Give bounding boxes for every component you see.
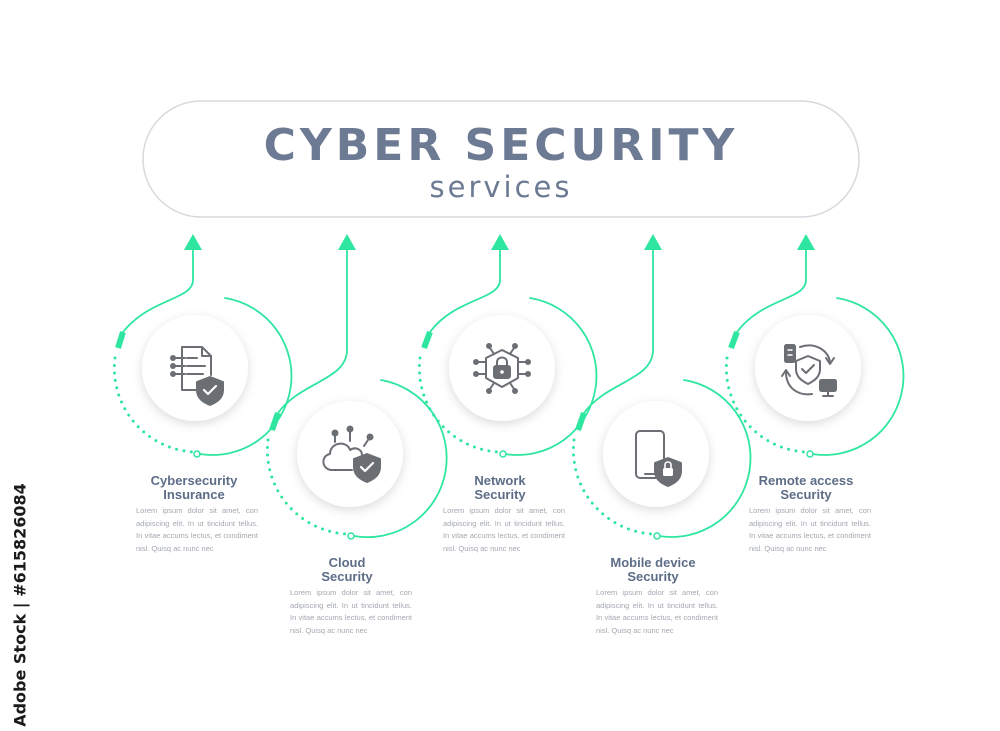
step-1-title-line2: Insurance xyxy=(163,487,225,502)
step-3-body: Lorem ipsum dolor sit amet, con adipisci… xyxy=(443,506,565,553)
step-1-title: Cybersecurity Insurance xyxy=(119,474,269,502)
step-5-arrow-up xyxy=(797,234,815,250)
step-4-title: Mobile device Security xyxy=(578,556,728,584)
step-5-title-line2: Security xyxy=(780,487,832,502)
step-5-icon-circle xyxy=(755,315,861,421)
remote-access-shield-icon xyxy=(781,344,837,397)
stock-id-text: Adobe Stock | #615826084 xyxy=(10,483,30,727)
step-2-body: Lorem ipsum dolor sit amet, con adipisci… xyxy=(290,588,412,635)
step-5-connector xyxy=(724,249,905,458)
step-1-icon-circle xyxy=(142,315,248,421)
step-2-title-line1: Cloud xyxy=(328,555,366,570)
step-5-title: Remote access Security xyxy=(731,474,881,502)
mobile-lock-icon xyxy=(635,430,682,487)
step-4-connector xyxy=(571,249,752,540)
step-2-arrow-up xyxy=(338,234,356,250)
step-3-arrow-up xyxy=(491,234,509,250)
step-1-arrow-up xyxy=(184,234,202,250)
step-3-title-line1: Network xyxy=(474,473,526,488)
title-sub: services xyxy=(430,170,573,204)
step-3-title-line2: Security xyxy=(474,487,526,502)
step-4-body: Lorem ipsum dolor sit amet, con adipisci… xyxy=(596,588,718,635)
stock-id-label: Adobe Stock | #615826084 xyxy=(8,483,32,727)
step-3-connector xyxy=(417,249,598,458)
step-4-title-line2: Security xyxy=(627,569,679,584)
step-4-icon-circle xyxy=(603,401,709,507)
cloud-shield-icon xyxy=(322,425,381,483)
step-3-title: Network Security xyxy=(425,474,575,502)
title-capsule xyxy=(142,100,860,218)
document-shield-icon xyxy=(170,346,224,406)
step-4-title-line1: Mobile device xyxy=(610,555,696,570)
step-2-title-line2: Security xyxy=(321,569,373,584)
step-1-title-line1: Cybersecurity xyxy=(150,473,238,488)
step-5-body: Lorem ipsum dolor sit amet, con adipisci… xyxy=(749,506,871,553)
step-2-title: Cloud Security xyxy=(272,556,422,584)
step-5-title-line1: Remote access xyxy=(758,473,854,488)
step-1-body: Lorem ipsum dolor sit amet, con adipisci… xyxy=(136,506,258,553)
network-lock-icon xyxy=(473,343,531,394)
step-1-connector xyxy=(112,249,293,458)
step-2-connector xyxy=(265,249,448,540)
title-main: CYBER SECURITY xyxy=(264,120,739,171)
step-2-icon-circle xyxy=(297,401,403,507)
step-4-arrow-up xyxy=(644,234,662,250)
